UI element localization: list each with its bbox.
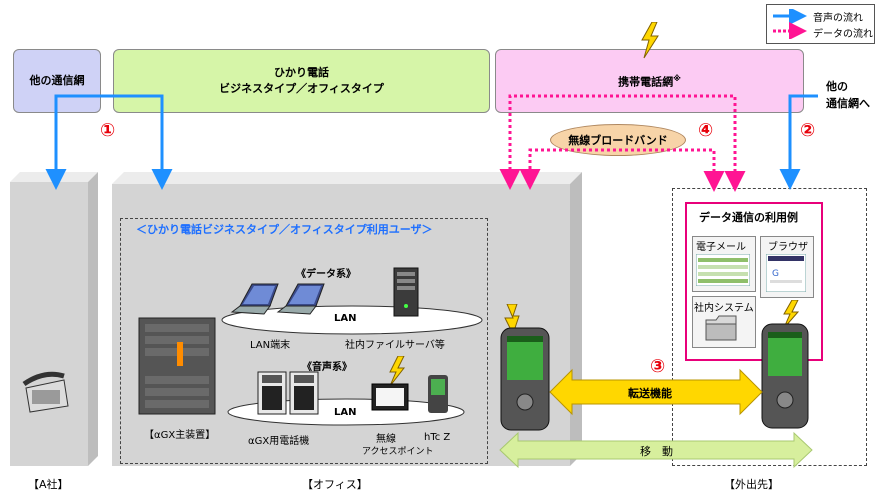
- move-label: 移 動: [640, 445, 673, 458]
- mobile-network-label-wrap: 携帯電話網※: [618, 71, 681, 91]
- legend-arrows: [773, 9, 807, 39]
- folder-icon: [705, 315, 737, 341]
- htcz-small-icon: [428, 375, 448, 413]
- lan-data-label: LAN: [334, 313, 357, 324]
- office-pda-icon: [500, 304, 550, 431]
- browser-label: ブラウザ: [768, 242, 808, 253]
- legend-box: 音声の流れ データの流れ: [766, 4, 875, 44]
- other-network-right-1: 他の: [826, 80, 848, 93]
- laptop-icon: [230, 283, 325, 315]
- other-network-left-label: 他の通信網: [29, 74, 85, 87]
- hikari-subtitle: ビジネスタイプ／オフィスタイプ: [219, 82, 384, 95]
- gx-phone-icon: [257, 371, 319, 415]
- lan-terminal-label: LAN端末: [250, 340, 291, 351]
- hikari-title: ひかり電話: [274, 66, 329, 79]
- internal-system-label: 社内システム: [694, 303, 754, 314]
- svg-text:G: G: [772, 269, 779, 279]
- main-unit-label: 【αGX主装置】: [144, 430, 216, 441]
- outside-pda-icon: [761, 300, 809, 429]
- legend-voice-label: 音声の流れ: [813, 13, 863, 24]
- file-server-label: 社内ファイルサーバ等: [345, 340, 445, 351]
- wireless-broadband-oval: 無線ブロードバンド: [550, 124, 686, 156]
- caption-outside: 【外出先】: [724, 478, 779, 491]
- access-point-icon: [371, 356, 409, 411]
- data-usage-title: データ通信の利用例: [699, 211, 798, 224]
- marker-2: ②: [800, 120, 816, 141]
- lan-voice-label: LAN: [334, 407, 357, 418]
- marker-3: ③: [650, 356, 666, 377]
- browser-screen-icon: G: [766, 254, 806, 292]
- transfer-label: 転送機能: [628, 387, 672, 400]
- email-screen-icon: [696, 254, 750, 286]
- office-user-title: ＜ひかり電話ビジネスタイプ／オフィスタイプ利用ユーザ＞: [136, 223, 433, 236]
- hikari-network: ひかり電話 ビジネスタイプ／オフィスタイプ: [113, 49, 490, 113]
- mobile-network-label: 携帯電話網: [618, 75, 674, 89]
- htcz-label: hTc Z: [424, 432, 451, 443]
- gx-phone-label: αGX用電話機: [248, 436, 310, 447]
- marker-4: ④: [698, 120, 714, 141]
- legend-data-label: データの流れ: [813, 29, 873, 40]
- a-company-block: [10, 172, 98, 466]
- email-label: 電子メール: [696, 242, 746, 253]
- access-point-label-2: アクセスポイント: [362, 447, 434, 457]
- other-network-left: 他の通信網: [13, 49, 101, 113]
- caption-office: 【オフィス】: [302, 478, 368, 491]
- other-network-right-2: 通信網へ: [826, 97, 870, 110]
- mobile-network-note-mark: ※: [673, 74, 681, 84]
- caption-a-company: 【A社】: [28, 478, 69, 491]
- lightning-icon: [641, 22, 659, 59]
- data-section-label: 《データ系》: [296, 269, 356, 280]
- transfer-arrow: [549, 368, 763, 416]
- main-unit-icon: [138, 317, 216, 415]
- a-company-phone-icon: [22, 371, 69, 413]
- office-user-area: [120, 218, 488, 464]
- voice-section-label: 《音声系》: [302, 362, 352, 373]
- marker-1: ①: [100, 120, 116, 141]
- move-arrow: [499, 431, 813, 469]
- file-server-icon: [393, 267, 419, 317]
- wireless-broadband-label: 無線ブロードバンド: [568, 134, 668, 147]
- access-point-label-1: 無線: [376, 434, 396, 445]
